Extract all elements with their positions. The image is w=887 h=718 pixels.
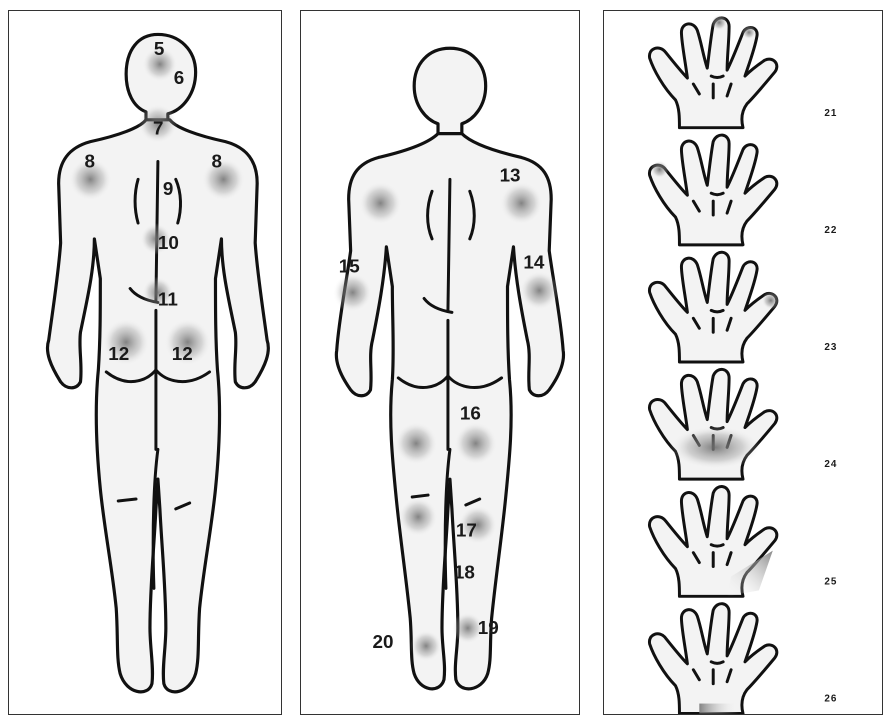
tender-spot [410, 630, 442, 662]
point-label: 8 [212, 150, 223, 171]
point-label: 12 [108, 343, 129, 364]
point-label: 7 [153, 118, 164, 139]
point-label: 12 [172, 343, 193, 364]
point-label: 9 [163, 178, 174, 199]
tender-spot [394, 422, 438, 466]
hand-21 [649, 15, 776, 128]
point-label: 16 [460, 403, 481, 424]
point-label: 19 [478, 617, 499, 638]
tender-spot [202, 158, 246, 202]
point-label: 17 [456, 520, 477, 541]
tender-spot [333, 273, 373, 313]
body-figure-center: 13 14 15 16 17 18 19 20 [301, 11, 579, 714]
hand-label: 22 [824, 225, 837, 236]
point-label: 6 [174, 67, 185, 88]
hand-22 [649, 135, 776, 245]
tender-spot [398, 497, 438, 537]
tender-spot [711, 15, 727, 31]
point-label: 11 [158, 288, 178, 309]
tender-spot [670, 426, 761, 470]
knee-left [412, 495, 428, 497]
point-label: 8 [84, 150, 94, 171]
hand-25 [649, 487, 776, 597]
hand-23 [649, 252, 779, 362]
hand-label: 26 [824, 694, 837, 705]
tender-spot [699, 704, 739, 714]
point-label: 15 [339, 256, 360, 277]
hand-label: 23 [824, 342, 837, 353]
panel-back-view-left: 5 6 7 8 8 9 10 11 12 12 [8, 10, 282, 715]
point-label: 20 [372, 631, 393, 652]
tender-spot [500, 181, 544, 225]
hand-figures: 21 22 23 24 25 26 [604, 11, 882, 714]
tender-spot [519, 271, 559, 311]
body-figure-left: 5 6 7 8 8 9 10 11 12 12 [9, 11, 281, 714]
tender-spot [359, 181, 403, 225]
tender-spot [742, 25, 756, 39]
panel-hands: 21 22 23 24 25 26 [603, 10, 883, 715]
hand-24 [649, 369, 776, 479]
point-label: 13 [500, 164, 521, 185]
tender-spot [651, 160, 669, 178]
hand-label: 21 [824, 108, 837, 119]
tender-spot [454, 422, 498, 466]
hand-label: 25 [824, 576, 837, 587]
point-label: 18 [454, 561, 475, 582]
knee-left [118, 499, 136, 501]
hand-label: 24 [824, 459, 837, 470]
spine-line [448, 179, 450, 310]
point-label: 14 [523, 252, 544, 273]
hand-26 [649, 604, 776, 714]
point-label: 5 [154, 38, 165, 59]
panel-back-view-center: 13 14 15 16 17 18 19 20 [300, 10, 580, 715]
head-outline [414, 48, 485, 135]
tender-spot [762, 292, 780, 310]
point-label: 10 [158, 232, 179, 253]
